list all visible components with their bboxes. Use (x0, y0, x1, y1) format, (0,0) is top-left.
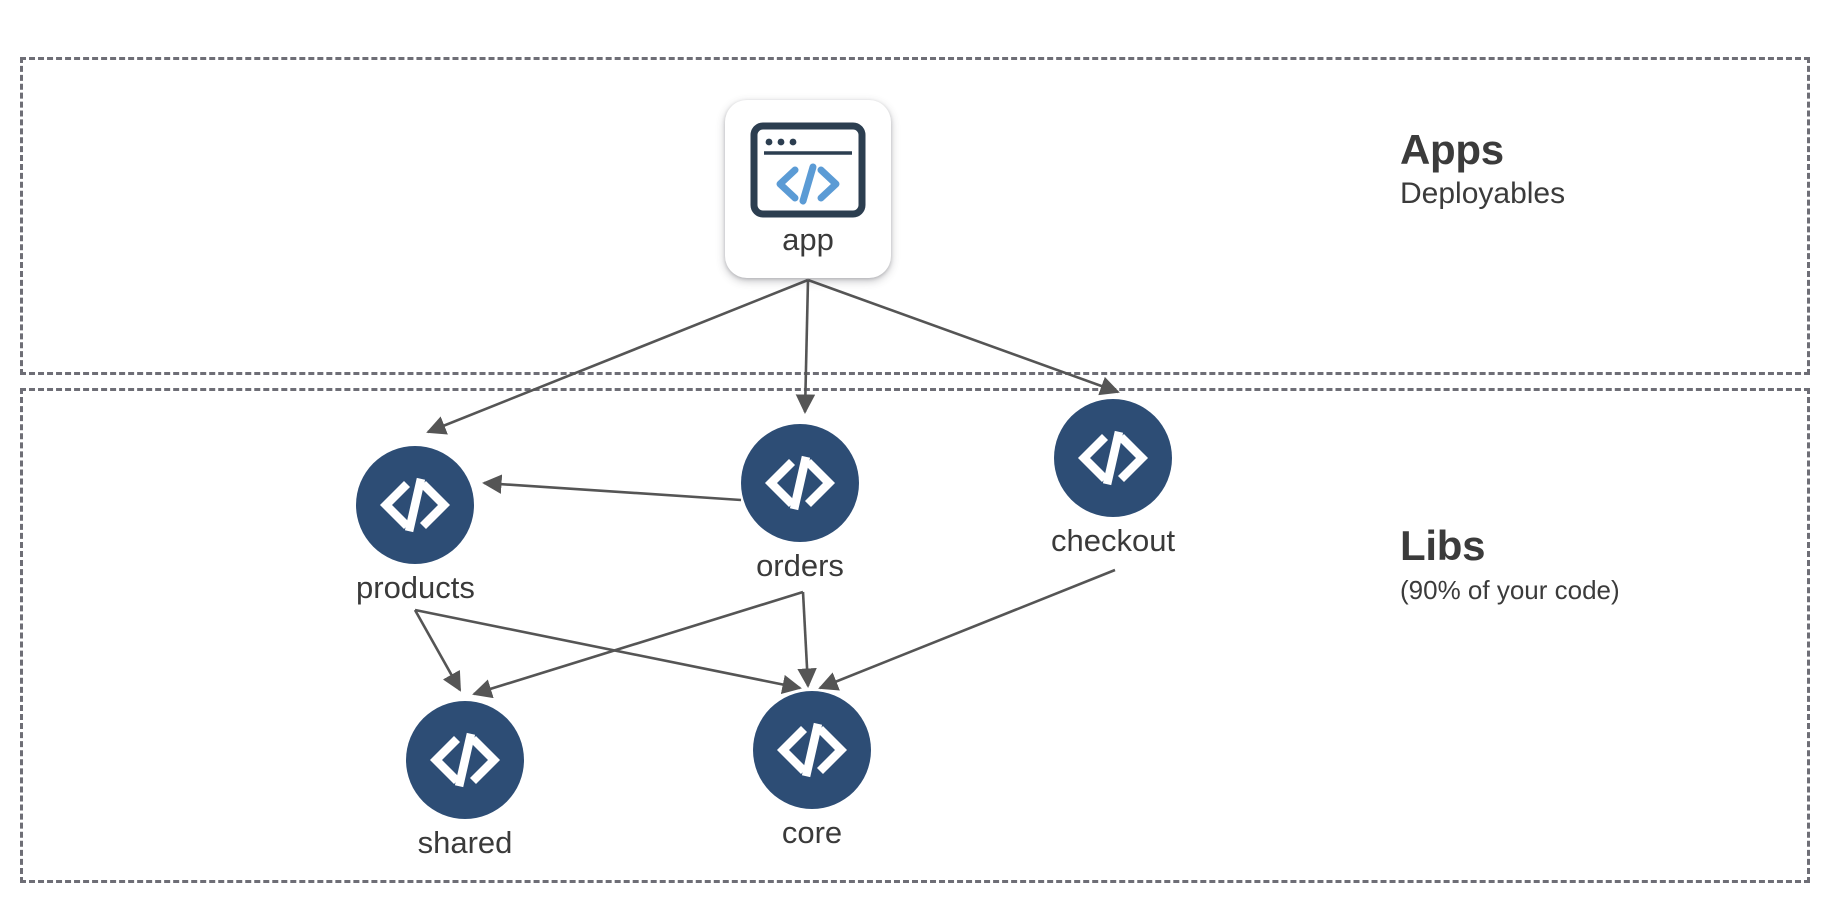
node-app[interactable]: app (725, 100, 891, 278)
edge-orders-products (482, 474, 742, 502)
region-apps-subtitle: Deployables (1400, 176, 1566, 210)
node-orders-label: orders (756, 548, 844, 583)
node-orders[interactable]: orders (741, 424, 859, 581)
edge-app-products (426, 278, 809, 435)
node-core-label: core (781, 815, 843, 850)
edge-checkout-core (818, 568, 1116, 691)
edge-orders-core (797, 591, 817, 688)
region-apps (20, 57, 1810, 375)
region-libs-title: Libs (1400, 522, 1486, 569)
node-checkout[interactable]: checkout (1051, 399, 1175, 556)
edge-products-core (414, 608, 802, 695)
node-core[interactable]: core (753, 691, 871, 848)
browser-code-icon (750, 122, 866, 218)
region-libs-caption: Libs (90% of your code) (1400, 524, 1620, 606)
code-brackets-icon (741, 424, 859, 542)
edge-products-shared (413, 609, 462, 692)
region-libs-subtitle: (90% of your code) (1400, 574, 1620, 605)
node-checkout-label: checkout (1051, 523, 1176, 558)
edge-app-checkout (807, 278, 1120, 396)
region-apps-title: Apps (1400, 126, 1504, 173)
node-products-label: products (356, 570, 475, 605)
edge-orders-shared (472, 590, 804, 699)
region-libs (20, 388, 1810, 883)
node-app-label: app (782, 222, 834, 257)
node-products[interactable]: products (356, 446, 475, 603)
code-brackets-icon (1054, 399, 1173, 517)
edge-app-orders (795, 279, 816, 414)
region-apps-caption: Apps Deployables (1400, 128, 1565, 212)
code-brackets-icon (406, 701, 524, 819)
node-shared[interactable]: shared (406, 701, 524, 858)
code-brackets-icon (356, 446, 475, 564)
node-shared-label: shared (417, 825, 513, 860)
code-brackets-icon (753, 691, 871, 809)
